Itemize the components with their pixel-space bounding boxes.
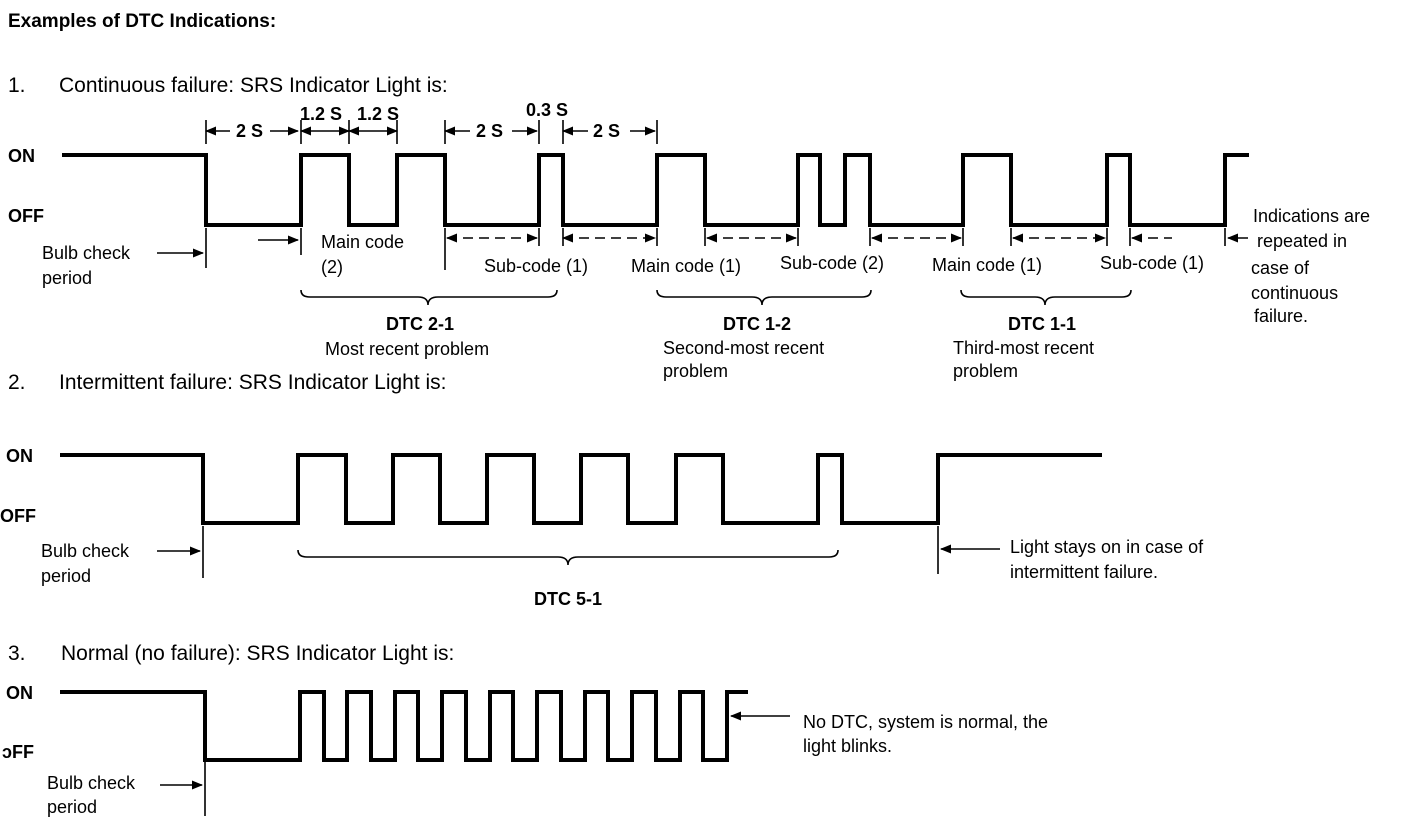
dtc-2-1-desc: Most recent problem xyxy=(325,339,489,359)
timing-2s-pause-label: 2 S xyxy=(593,121,620,141)
bulb-check-label-2-line1: Bulb check xyxy=(41,541,130,561)
repeat-note-line1: Indications are xyxy=(1253,206,1370,226)
main-code-1-label-a: Main code (1) xyxy=(631,256,741,276)
sub-code-1-label-a: Sub-code (1) xyxy=(484,256,588,276)
timing-1-2s-off-label: 1.2 S xyxy=(357,104,399,124)
dtc-1-2-desc-line2: problem xyxy=(663,361,728,381)
bulb-check-label-3-line1: Bulb check xyxy=(47,773,136,793)
section2-heading: Intermittent failure: SRS Indicator Ligh… xyxy=(59,371,447,394)
on-label-3: ON xyxy=(6,683,33,703)
dtc-5-1-code: DTC 5-1 xyxy=(534,589,602,609)
intermittent-note-line2: intermittent failure. xyxy=(1010,562,1158,582)
section3-number: 3. xyxy=(8,642,26,665)
section1-heading: Continuous failure: SRS Indicator Light … xyxy=(59,74,448,97)
bulb-check-label-3-line2: period xyxy=(47,797,97,817)
main-code-1-label-b: Main code (1) xyxy=(932,255,1042,275)
intermittent-failure-waveform xyxy=(60,453,1102,525)
timing-2s-gap-label: 2 S xyxy=(476,121,503,141)
timing-2s-label: 2 S xyxy=(236,121,263,141)
dtc-2-1-code: DTC 2-1 xyxy=(386,314,454,334)
section1-number: 1. xyxy=(8,74,26,97)
repeat-note-line5: failure. xyxy=(1254,306,1308,326)
main-code-2-label-line1: Main code xyxy=(321,232,404,252)
repeat-note-line4: continuous xyxy=(1251,283,1338,303)
dtc-1-2-code: DTC 1-2 xyxy=(723,314,791,334)
off-label: OFF xyxy=(8,206,44,226)
timing-0-3s-label: 0.3 S xyxy=(526,100,568,120)
off-label-2: OFF xyxy=(0,506,36,526)
bulb-check-label-2-line2: period xyxy=(41,566,91,586)
dtc-1-1-desc-line1: Third-most recent xyxy=(953,338,1094,358)
on-label-2: ON xyxy=(6,446,33,466)
dtc-2-1-brace xyxy=(300,289,558,306)
diagram-title: Examples of DTC Indications: xyxy=(8,11,276,32)
timing-annotations: 2 S 1.2 S 1.2 S 2 S 0.3 S 2 S xyxy=(204,100,658,144)
section2-number: 2. xyxy=(8,371,26,394)
dtc-1-1-desc-line2: problem xyxy=(953,361,1018,381)
dtc-1-2-brace xyxy=(656,289,872,306)
section3-heading: Normal (no failure): SRS Indicator Light… xyxy=(61,642,454,665)
section-intermittent-failure: 2. Intermittent failure: SRS Indicator L… xyxy=(0,371,1204,609)
dtc-5-1-brace xyxy=(297,549,839,566)
repeat-note-line3: case of xyxy=(1251,258,1310,278)
bulb-check-label-line2: period xyxy=(42,268,92,288)
normal-note-line1: No DTC, system is normal, the xyxy=(803,712,1048,732)
off-label-3: ɔFF xyxy=(2,742,34,762)
continuous-failure-waveform xyxy=(62,153,1249,227)
dtc-1-2-desc-line1: Second-most recent xyxy=(663,338,824,358)
sub-code-2-label: Sub-code (2) xyxy=(780,253,884,273)
normal-note-line2: light blinks. xyxy=(803,736,892,756)
repeat-note-line2: repeated in xyxy=(1257,231,1347,251)
on-label: ON xyxy=(8,146,35,166)
section-normal: 3. Normal (no failure): SRS Indicator Li… xyxy=(2,642,1048,817)
dtc-1-1-code: DTC 1-1 xyxy=(1008,314,1076,334)
bulb-check-label-line1: Bulb check xyxy=(42,243,131,263)
dtc-1-1-brace xyxy=(960,289,1132,306)
intermittent-note-line1: Light stays on in case of xyxy=(1010,537,1204,557)
timing-1-2s-on-label: 1.2 S xyxy=(300,104,342,124)
main-code-2-label-line2: (2) xyxy=(321,257,343,277)
section-continuous-failure: 1. Continuous failure: SRS Indicator Lig… xyxy=(8,74,1370,381)
normal-blink-waveform xyxy=(60,690,748,762)
sub-code-1-label-b: Sub-code (1) xyxy=(1100,253,1204,273)
